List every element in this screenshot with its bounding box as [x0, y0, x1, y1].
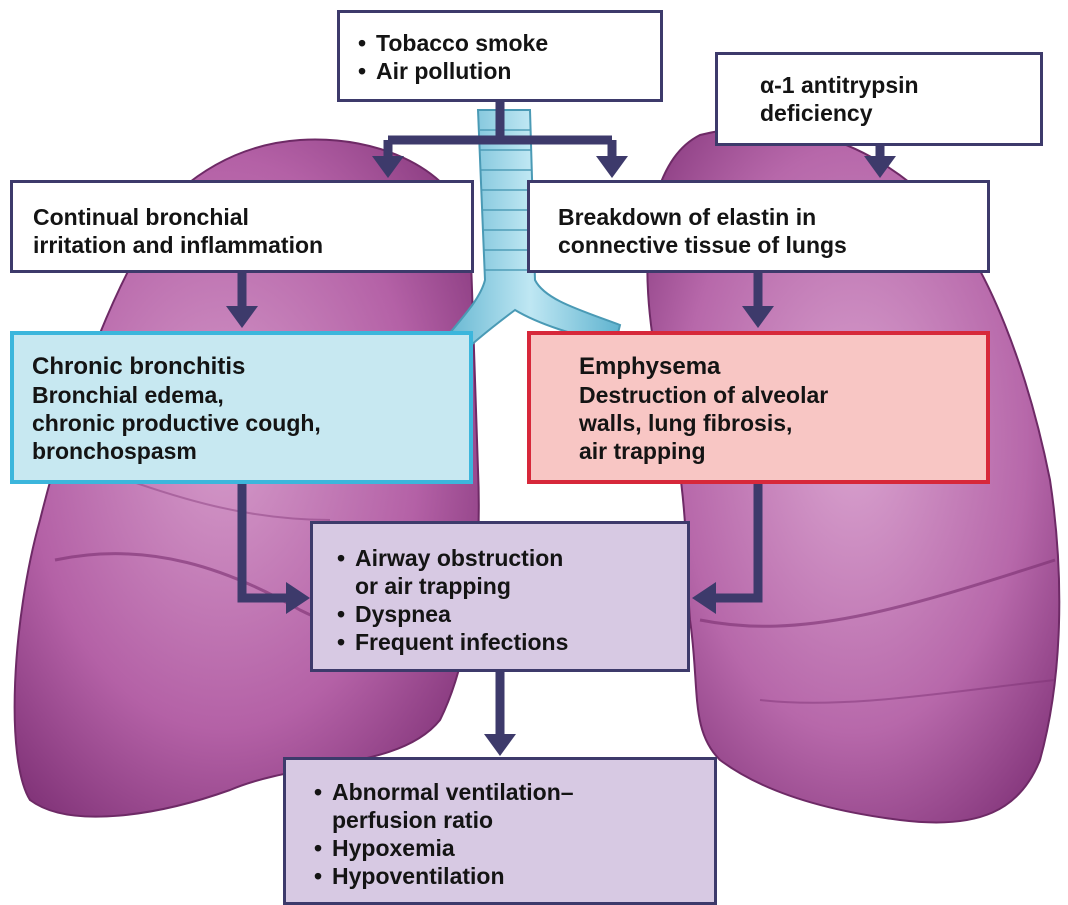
- list-item: Tobacco smoke: [356, 29, 660, 57]
- list-item: or air trapping: [335, 572, 687, 600]
- list-item: Dyspnea: [335, 600, 687, 628]
- elastin-box: Breakdown of elastin in connective tissu…: [527, 180, 990, 273]
- irritation-line-2: irritation and inflammation: [33, 231, 471, 259]
- ventilation-box: Abnormal ventilation– perfusion ratio Hy…: [283, 757, 717, 905]
- ventilation-list: Abnormal ventilation– perfusion ratio Hy…: [312, 778, 714, 890]
- list-item: Airway obstruction: [335, 544, 687, 572]
- antitrypsin-line-1: α-1 antitrypsin: [760, 71, 1040, 99]
- emphysema-line-3: air trapping: [579, 437, 986, 465]
- antitrypsin-box: α-1 antitrypsin deficiency: [715, 52, 1043, 146]
- emphysema-box: Emphysema Destruction of alveolar walls,…: [527, 331, 990, 484]
- chronic-bronchitis-box: Chronic bronchitis Bronchial edema, chro…: [10, 331, 473, 484]
- list-item: Hypoxemia: [312, 834, 714, 862]
- bronchitis-line-3: bronchospasm: [32, 437, 469, 465]
- list-item: perfusion ratio: [312, 806, 714, 834]
- elastin-line-1: Breakdown of elastin in: [558, 203, 987, 231]
- emphysema-line-2: walls, lung fibrosis,: [579, 409, 986, 437]
- list-item: Hypoventilation: [312, 862, 714, 890]
- causes-box: Tobacco smoke Air pollution: [337, 10, 663, 102]
- chronic-bronchitis-heading: Chronic bronchitis: [32, 353, 469, 381]
- causes-list: Tobacco smoke Air pollution: [356, 29, 660, 85]
- antitrypsin-line-2: deficiency: [760, 99, 1040, 127]
- list-item: Air pollution: [356, 57, 660, 85]
- list-item: Abnormal ventilation–: [312, 778, 714, 806]
- elastin-line-2: connective tissue of lungs: [558, 231, 987, 259]
- emphysema-heading: Emphysema: [579, 353, 986, 381]
- irritation-box: Continual bronchial irritation and infla…: [10, 180, 474, 273]
- irritation-line-1: Continual bronchial: [33, 203, 471, 231]
- obstruction-box: Airway obstruction or air trapping Dyspn…: [310, 521, 690, 672]
- emphysema-line-1: Destruction of alveolar: [579, 381, 986, 409]
- bronchitis-line-2: chronic productive cough,: [32, 409, 469, 437]
- obstruction-list: Airway obstruction or air trapping Dyspn…: [335, 544, 687, 656]
- bronchitis-line-1: Bronchial edema,: [32, 381, 469, 409]
- list-item: Frequent infections: [335, 628, 687, 656]
